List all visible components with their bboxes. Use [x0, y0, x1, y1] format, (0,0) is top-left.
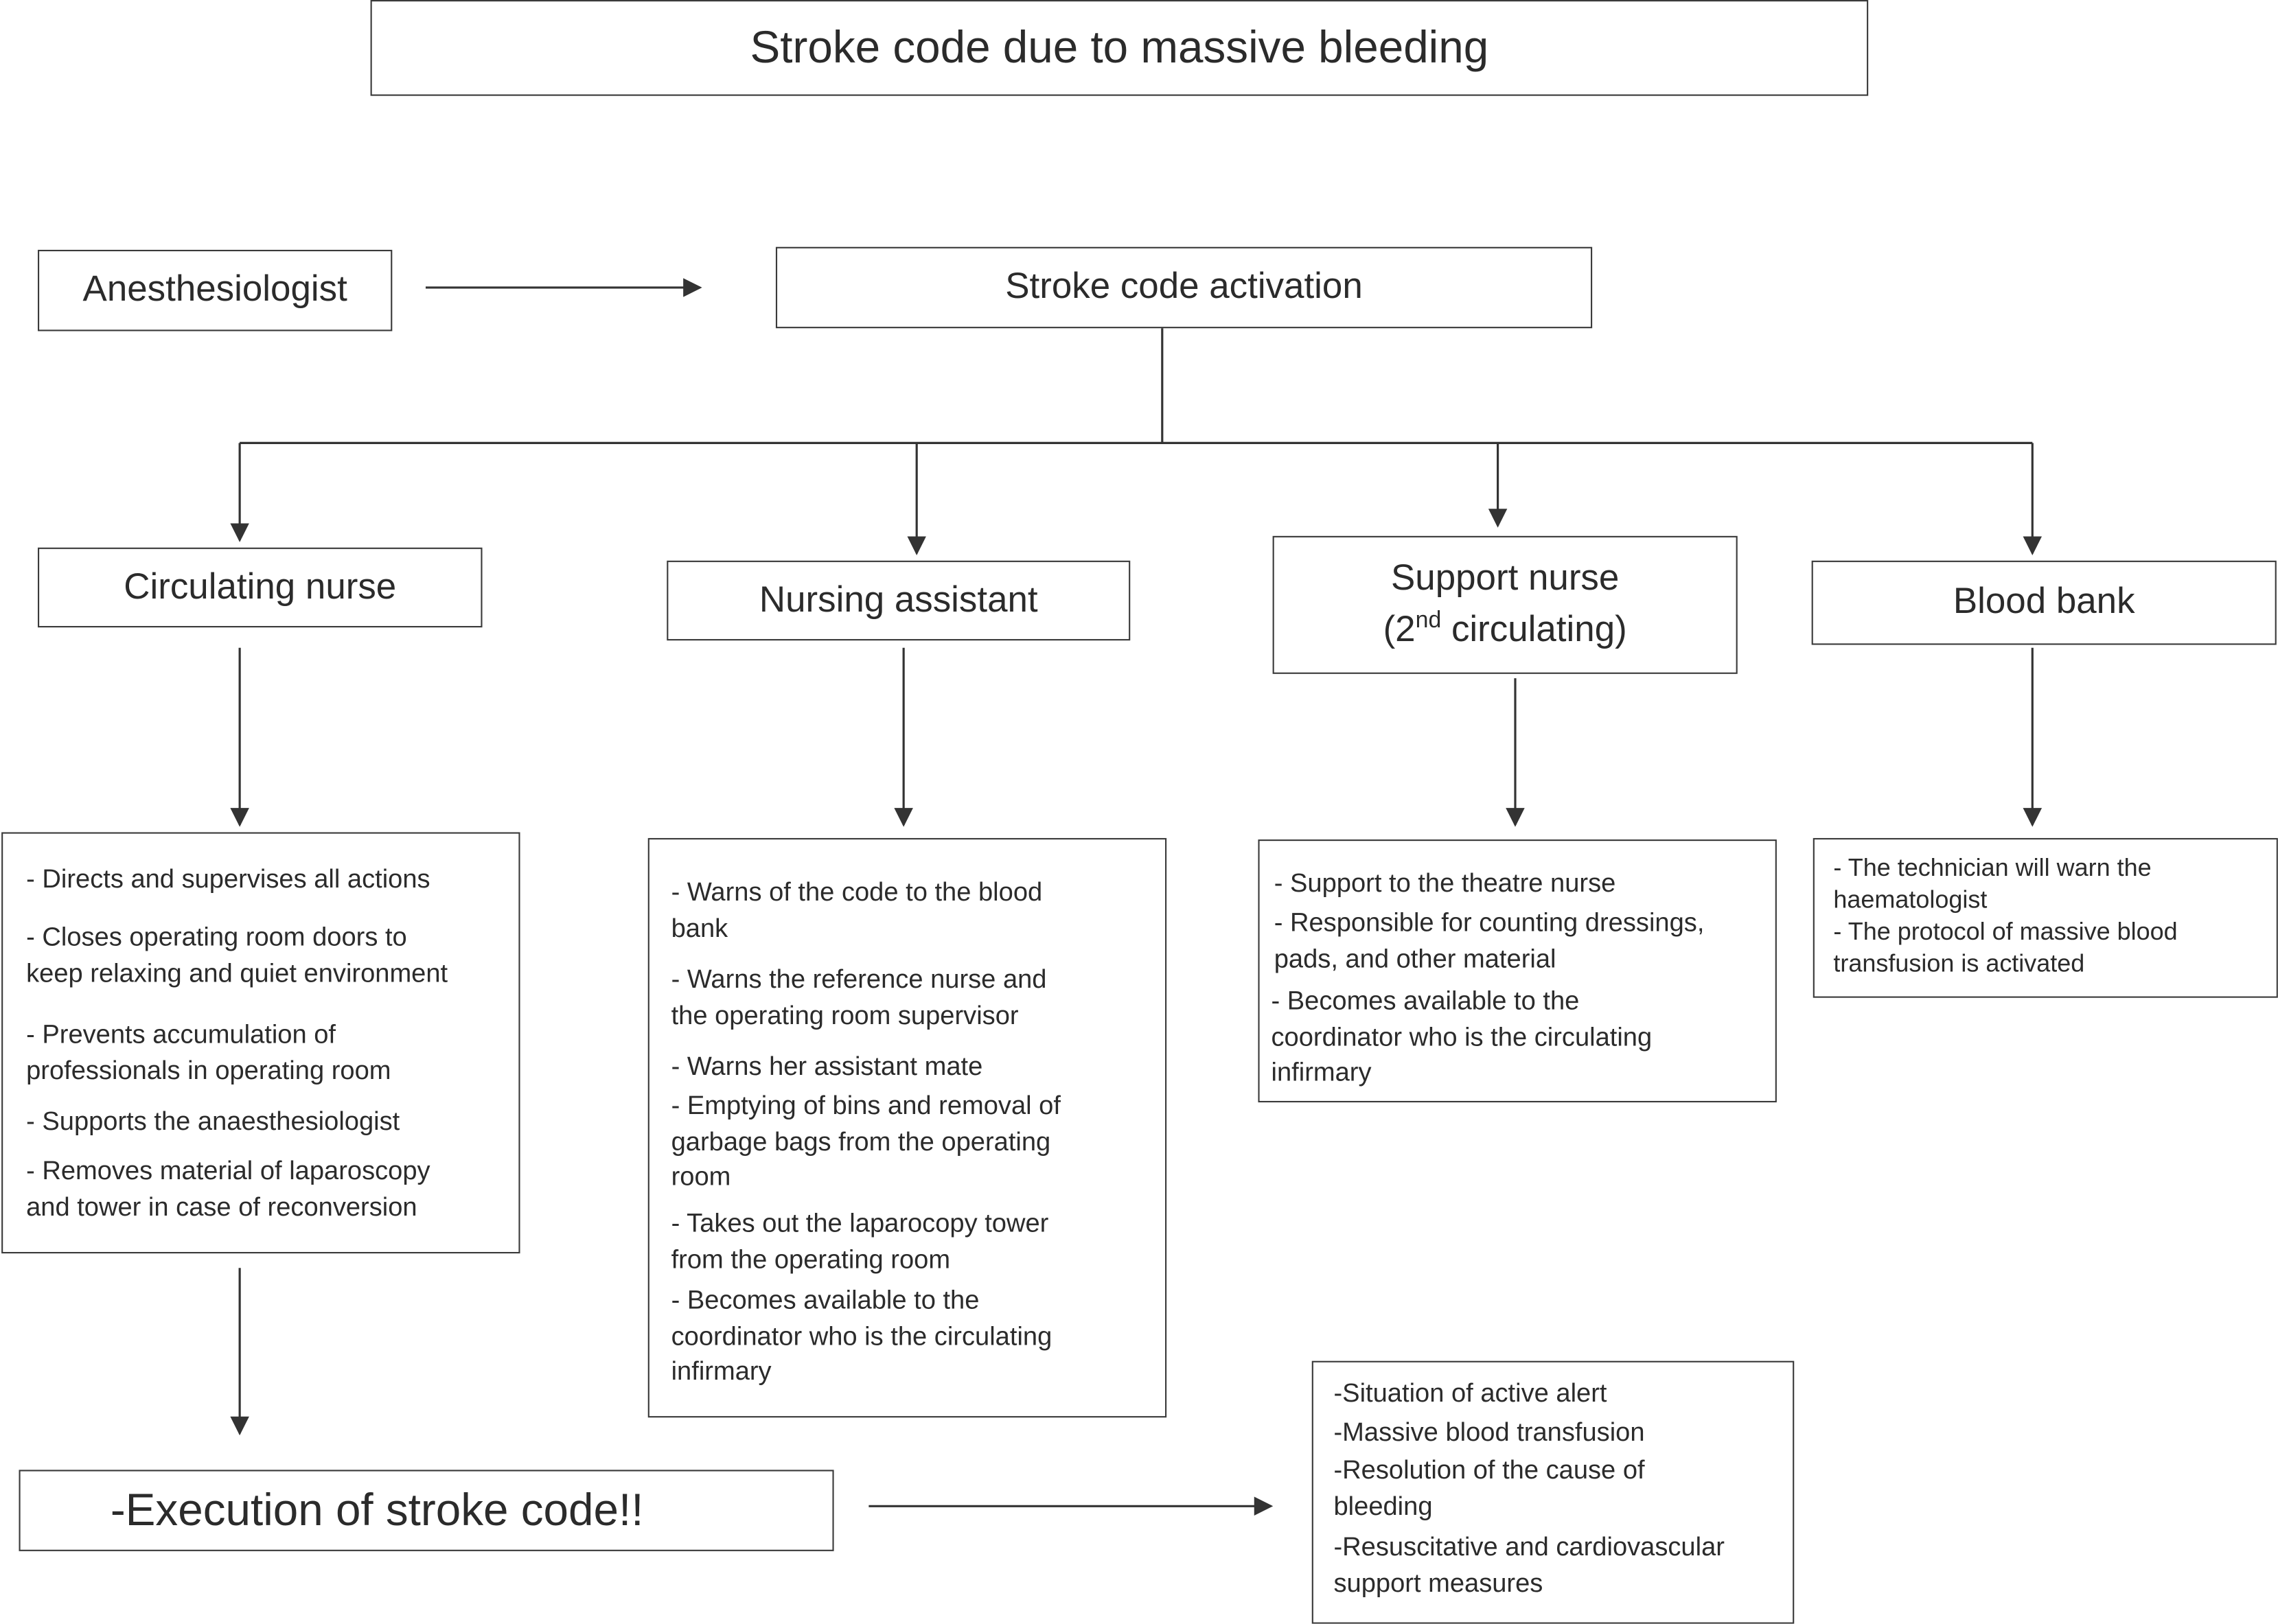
page-title: Stroke code due to massive bleeding — [750, 21, 1489, 73]
support-nurse-label: Support nurse — [1391, 557, 1620, 599]
support-tasks-box: - Support to the theatre nurse - Respons… — [1258, 839, 1777, 1103]
nursing-assistant-label: Nursing assistant — [759, 579, 1038, 620]
list-item: - Support to the theatre nurse — [1274, 868, 1616, 898]
activation-box: Stroke code activation — [775, 246, 1593, 329]
execution-label: -Execution of stroke code!! — [110, 1483, 644, 1535]
blood-bank-label: Blood bank — [1953, 581, 2135, 623]
circulating-tasks-box: - Directs and supervises all actions - C… — [1, 832, 520, 1254]
support-nurse-box: Support nurse (2nd circulating) — [1272, 535, 1738, 674]
blood-bank-box: Blood bank — [1811, 560, 2277, 645]
list-item: - Directs and supervises all actions — [26, 864, 430, 894]
anesthesiologist-box: Anesthesiologist — [38, 249, 393, 332]
circulating-nurse-label: Circulating nurse — [124, 566, 397, 607]
circulating-nurse-box: Circulating nurse — [38, 547, 483, 628]
execution-box: -Execution of stroke code!! — [19, 1470, 834, 1551]
list-item: -Massive blood transfusion — [1333, 1417, 1645, 1447]
title-box: Stroke code due to massive bleeding — [370, 0, 1869, 96]
list-item: -Resuscitative and cardiovascular suppor… — [1333, 1532, 1725, 1597]
support-nurse-sublabel: (2nd circulating) — [1383, 609, 1627, 651]
outcomes-box: -Situation of active alert -Massive bloo… — [1311, 1360, 1795, 1624]
nursing-assistant-box: Nursing assistant — [667, 560, 1131, 641]
list-item: -Situation of active alert — [1333, 1378, 1607, 1408]
list-item: - Warns her assistant mate — [671, 1051, 983, 1081]
list-item: - Responsible for counting dressings, pa… — [1274, 907, 1705, 973]
activation-label: Stroke code activation — [1005, 266, 1363, 308]
anesthesiologist-label: Anesthesiologist — [82, 269, 347, 310]
list-item: - Supports the anaesthesiologist — [26, 1106, 400, 1136]
